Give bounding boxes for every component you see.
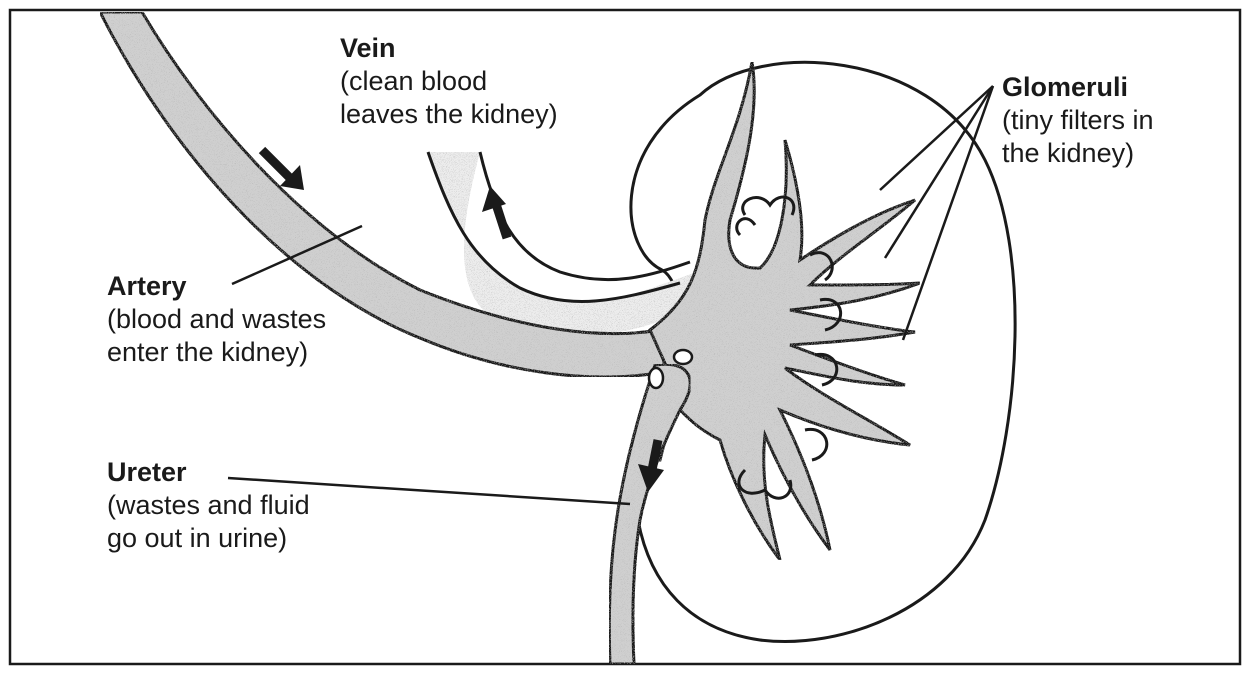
vein-description-line-1: (clean blood (340, 65, 558, 98)
glomeruli-description-line-1: (tiny filters in (1002, 104, 1154, 137)
ureter-title: Ureter (107, 456, 310, 489)
artery-description-line-1: (blood and wastes (107, 303, 326, 336)
ureter-label: Ureter (wastes and fluid go out in urine… (107, 456, 310, 555)
artery-title: Artery (107, 270, 326, 303)
glomeruli-description-line-2: the kidney) (1002, 137, 1154, 170)
ureter-description-line-1: (wastes and fluid (107, 489, 310, 522)
artery-label: Artery (blood and wastes enter the kidne… (107, 270, 326, 369)
vein-description-line-2: leaves the kidney) (340, 98, 558, 131)
glomeruli-title: Glomeruli (1002, 71, 1154, 104)
vein-label: Vein (clean blood leaves the kidney) (340, 32, 558, 131)
glomeruli-label: Glomeruli (tiny filters in the kidney) (1002, 71, 1154, 170)
vein-title: Vein (340, 32, 558, 65)
artery-description-line-2: enter the kidney) (107, 336, 326, 369)
ureter-description-line-2: go out in urine) (107, 522, 310, 555)
